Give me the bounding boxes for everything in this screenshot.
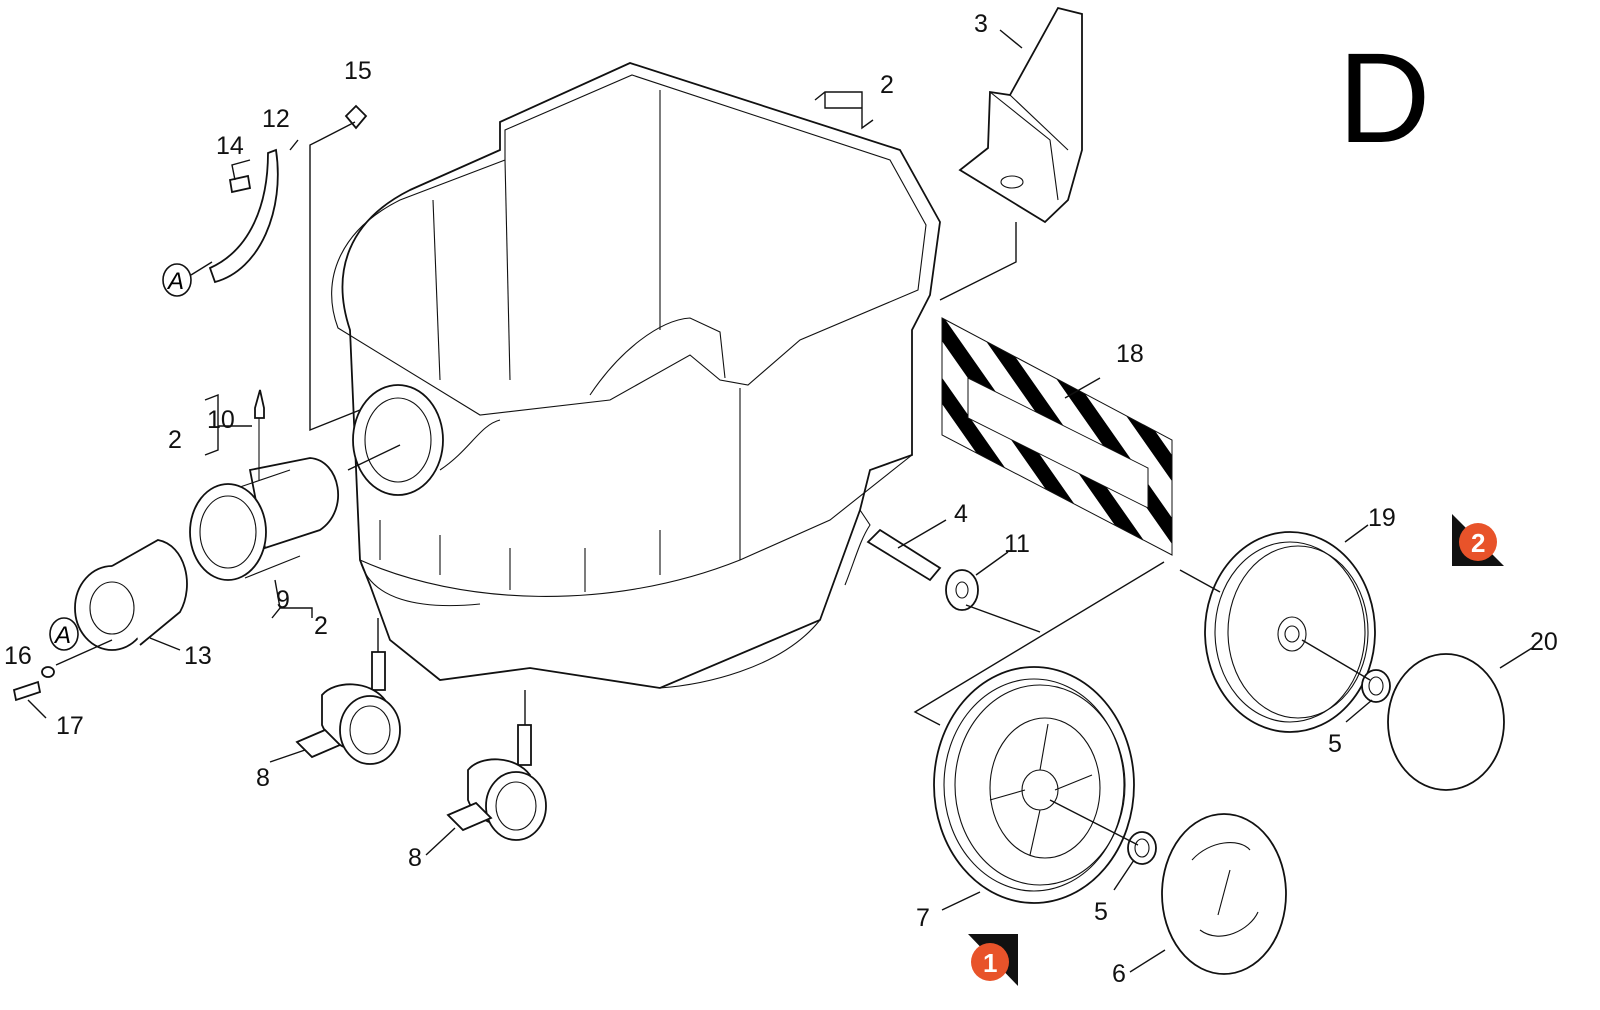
leader-lines	[27, 29, 1533, 973]
callout-9: 9	[276, 586, 290, 614]
svg-text:2: 2	[1471, 528, 1485, 558]
callout-15: 15	[344, 57, 372, 85]
callout-3: 3	[974, 10, 988, 38]
badge-2: 2	[1452, 514, 1504, 566]
hose-connector-assembly	[74, 389, 339, 651]
callout-18: 18	[1116, 340, 1144, 368]
caster-wheel-right	[446, 724, 547, 841]
callout-16: 16	[4, 642, 32, 670]
callout-8-right: 8	[408, 844, 422, 872]
callout-6: 6	[1112, 960, 1126, 988]
part-18-hazard-label	[941, 317, 1173, 556]
callout-2-bottom: 2	[314, 612, 328, 640]
svg-text:1: 1	[983, 948, 997, 978]
callout-2-top: 2	[880, 71, 894, 99]
caster-wheel-left	[295, 651, 401, 765]
clamp-strap-assembly	[12, 104, 368, 702]
callout-4: 4	[954, 500, 968, 528]
callout-2-left: 2	[168, 426, 182, 454]
callout-20: 20	[1530, 628, 1558, 656]
callout-14: 14	[216, 132, 244, 160]
callout-17: 17	[56, 712, 84, 740]
svg-text:A: A	[53, 622, 71, 649]
reference-marker-a-bottom: A	[49, 617, 79, 651]
retaining-ring-5-rear	[1361, 669, 1391, 703]
retaining-ring-5-front	[1127, 831, 1157, 865]
axle-and-spacer	[866, 528, 979, 611]
callout-5-rear: 5	[1328, 730, 1342, 758]
callout-12: 12	[262, 105, 290, 133]
hub-cap-disc-20	[1387, 653, 1505, 791]
callout-7: 7	[916, 904, 930, 932]
section-letter: D	[1338, 27, 1430, 170]
callout-19: 19	[1368, 504, 1396, 532]
reference-marker-a-top: A	[162, 261, 213, 297]
callout-11: 11	[1004, 530, 1030, 558]
callout-8-left: 8	[256, 764, 270, 792]
callout-13: 13	[184, 642, 212, 670]
badge-1: 1	[968, 934, 1018, 986]
part-3-bracket	[958, 6, 1083, 224]
callout-10: 10	[207, 406, 235, 434]
svg-text:A: A	[166, 268, 184, 295]
wheel-19	[1204, 531, 1376, 733]
callout-5-front: 5	[1094, 898, 1108, 926]
callout-labels: 2 3 15 12 14 10 2 9 2 13 16 17 8 8 4 11 …	[4, 10, 1558, 988]
container-tank	[331, 62, 941, 689]
hub-cap-6	[1161, 813, 1287, 975]
wheel-7	[933, 666, 1135, 904]
